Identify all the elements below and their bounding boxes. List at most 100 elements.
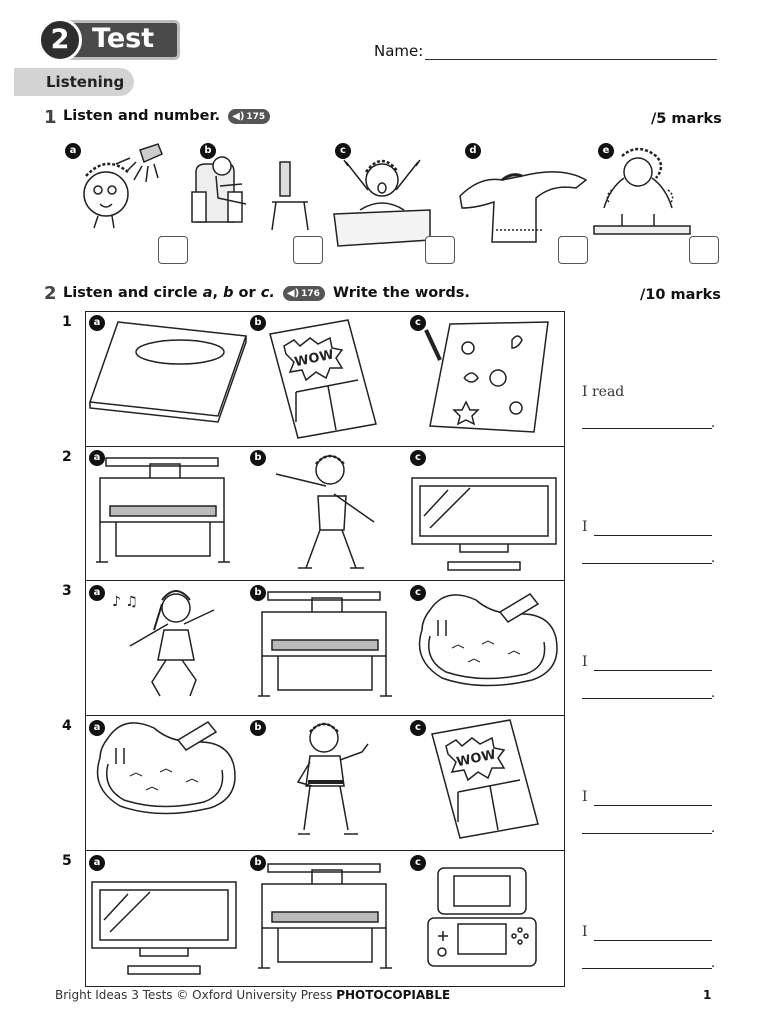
test-number: 2 <box>38 18 82 62</box>
answer-grid <box>85 311 565 987</box>
row-divider <box>85 446 565 447</box>
audio-track-176[interactable]: ◀)176 <box>282 285 325 301</box>
audio-track-175[interactable]: ◀)175 <box>228 108 271 124</box>
swimming-pool-icon <box>96 721 236 815</box>
answer-line-3b[interactable] <box>582 698 712 699</box>
answer-prompt-3: I <box>582 654 588 670</box>
option-letter[interactable]: c <box>410 720 426 736</box>
row-number-2: 2 <box>62 449 72 465</box>
picture-letter-b: b <box>200 143 216 159</box>
page-number: 1 <box>703 988 712 1002</box>
answer-line-5a[interactable] <box>594 940 712 941</box>
girl-dancing-icon: ♪ ♫ <box>112 590 215 697</box>
answer-line-3a[interactable] <box>594 670 712 671</box>
option-letter[interactable]: c <box>410 450 426 466</box>
answer-line-1[interactable] <box>582 428 712 429</box>
answer-prompt-2: I <box>582 519 588 535</box>
speaker-icon: ◀) <box>232 110 245 122</box>
answer-prompt-1: I read <box>582 384 625 400</box>
picture-letter-d: d <box>465 143 481 159</box>
television-icon <box>91 881 237 975</box>
answer-line-4a[interactable] <box>594 805 712 806</box>
footer-photocopiable: PHOTOCOPIABLE <box>336 988 451 1002</box>
boy-computer-icon <box>191 156 309 231</box>
name-field[interactable] <box>425 59 717 60</box>
answer-end-2: . <box>711 551 716 566</box>
exercise-2-number: 2 <box>44 283 57 304</box>
answer-line-5b[interactable] <box>582 968 712 969</box>
piano-icon <box>258 591 392 697</box>
answer-box-e[interactable] <box>689 236 719 264</box>
option-letter[interactable]: b <box>250 855 266 871</box>
television-icon <box>411 477 557 571</box>
section-tab <box>14 68 134 96</box>
answer-end-3: . <box>711 686 716 701</box>
colouring-book-icon <box>424 321 549 433</box>
exercise-2-heading: Listen and circle a, b or c. ◀)176 Write… <box>63 285 470 301</box>
picture-letter-c: c <box>335 143 351 159</box>
speaker-icon: ◀) <box>286 287 300 299</box>
exercise-2-instruction-end: Write the words. <box>333 285 470 301</box>
row-number-3: 3 <box>62 583 72 599</box>
exercise-1-heading: Listen and number. ◀)175 <box>63 108 273 124</box>
answer-end-4: . <box>711 821 716 836</box>
comic-icon: WOW <box>269 319 377 439</box>
answer-line-2b[interactable] <box>582 563 712 564</box>
answer-box-d[interactable] <box>558 236 588 264</box>
option-letter[interactable]: a <box>89 315 105 331</box>
option-letter[interactable]: a <box>89 585 105 601</box>
svg-text:♪ ♫: ♪ ♫ <box>112 594 138 610</box>
picture-letter-e: e <box>598 143 614 159</box>
swimming-pool-icon <box>418 593 558 687</box>
boy-karate-icon <box>296 722 369 835</box>
answer-box-c[interactable] <box>425 236 455 264</box>
option-a-label: a <box>202 285 213 301</box>
row-divider <box>85 580 565 581</box>
footer-copyright: Bright Ideas 3 Tests © Oxford University… <box>55 988 451 1002</box>
answer-box-a[interactable] <box>158 236 188 264</box>
answer-box-b[interactable] <box>293 236 323 264</box>
comic-icon: WOW <box>431 719 539 839</box>
exercise-2-instruction-start: Listen and circle <box>63 285 198 301</box>
answer-line-4b[interactable] <box>582 833 712 834</box>
option-letter[interactable]: a <box>89 855 105 871</box>
option-letter[interactable]: b <box>250 585 266 601</box>
answer-line-2a[interactable] <box>594 535 712 536</box>
test-title: Test <box>92 23 155 54</box>
boy-waking-icon <box>333 159 431 247</box>
row-number-1: 1 <box>62 314 72 330</box>
option-letter[interactable]: b <box>250 720 266 736</box>
row-divider <box>85 715 565 716</box>
option-letter[interactable]: a <box>89 450 105 466</box>
option-letter[interactable]: b <box>250 315 266 331</box>
answer-end-1: . <box>711 416 716 431</box>
shower-face-icon <box>83 143 163 229</box>
picture-letter-a: a <box>65 143 81 159</box>
name-label: Name: <box>374 42 424 60</box>
answer-end-5: . <box>711 956 716 971</box>
row-number-4: 4 <box>62 718 72 734</box>
option-b-label: b <box>223 285 234 301</box>
piano-icon <box>96 457 230 563</box>
exercise-1-instruction: Listen and number. <box>63 108 221 124</box>
answer-prompt-4: I <box>582 789 588 805</box>
answer-prompt-5: I <box>582 924 588 940</box>
game-console-icon <box>427 867 537 967</box>
option-letter[interactable]: b <box>250 450 266 466</box>
boy-dancing-icon <box>275 454 375 569</box>
exercise-1-number: 1 <box>44 107 57 128</box>
option-letter[interactable]: c <box>410 315 426 331</box>
option-letter[interactable]: a <box>89 720 105 736</box>
piano-icon <box>258 863 392 969</box>
book-icon <box>88 321 248 423</box>
washing-face-icon <box>593 147 691 235</box>
row-number-5: 5 <box>62 853 72 869</box>
section-label: Listening <box>46 73 125 91</box>
row-divider <box>85 850 565 851</box>
sweater-icon <box>459 171 588 243</box>
exercise-2-marks: /10 marks <box>640 287 721 303</box>
exercise-1-marks: /5 marks <box>651 111 722 127</box>
option-c-label: c. <box>260 285 275 301</box>
option-letter[interactable]: c <box>410 855 426 871</box>
option-letter[interactable]: c <box>410 585 426 601</box>
